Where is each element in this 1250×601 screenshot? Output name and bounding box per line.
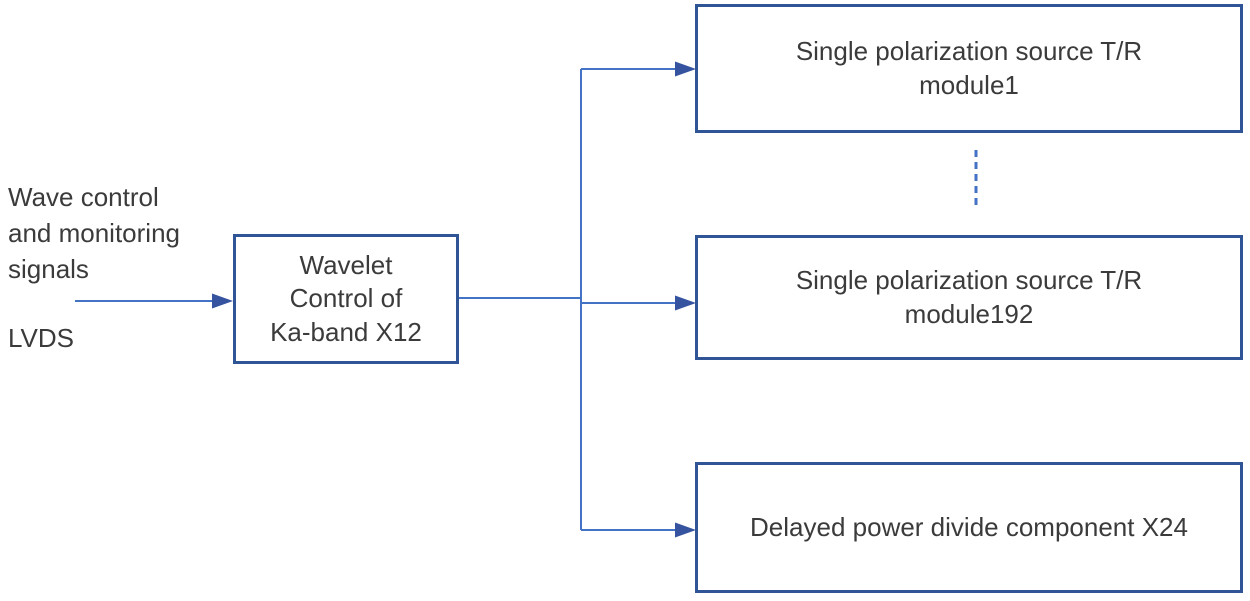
input-arrowhead — [212, 293, 233, 309]
branch-bottom-arrowhead — [675, 522, 696, 538]
module-box-1: Single polarization source T/R module1 — [695, 4, 1243, 133]
power-divider-box: Delayed power divide component X24 — [695, 462, 1243, 593]
branch-top-arrowhead — [675, 61, 696, 77]
lvds-label: LVDS — [8, 323, 74, 353]
wave-control-label: Wave control and monitoring signals — [8, 182, 180, 284]
controller-box: Wavelet Control of Ka-band X12 — [233, 234, 459, 364]
branch-middle-arrowhead — [675, 295, 696, 311]
module-box-192: Single polarization source T/R module192 — [695, 235, 1243, 360]
